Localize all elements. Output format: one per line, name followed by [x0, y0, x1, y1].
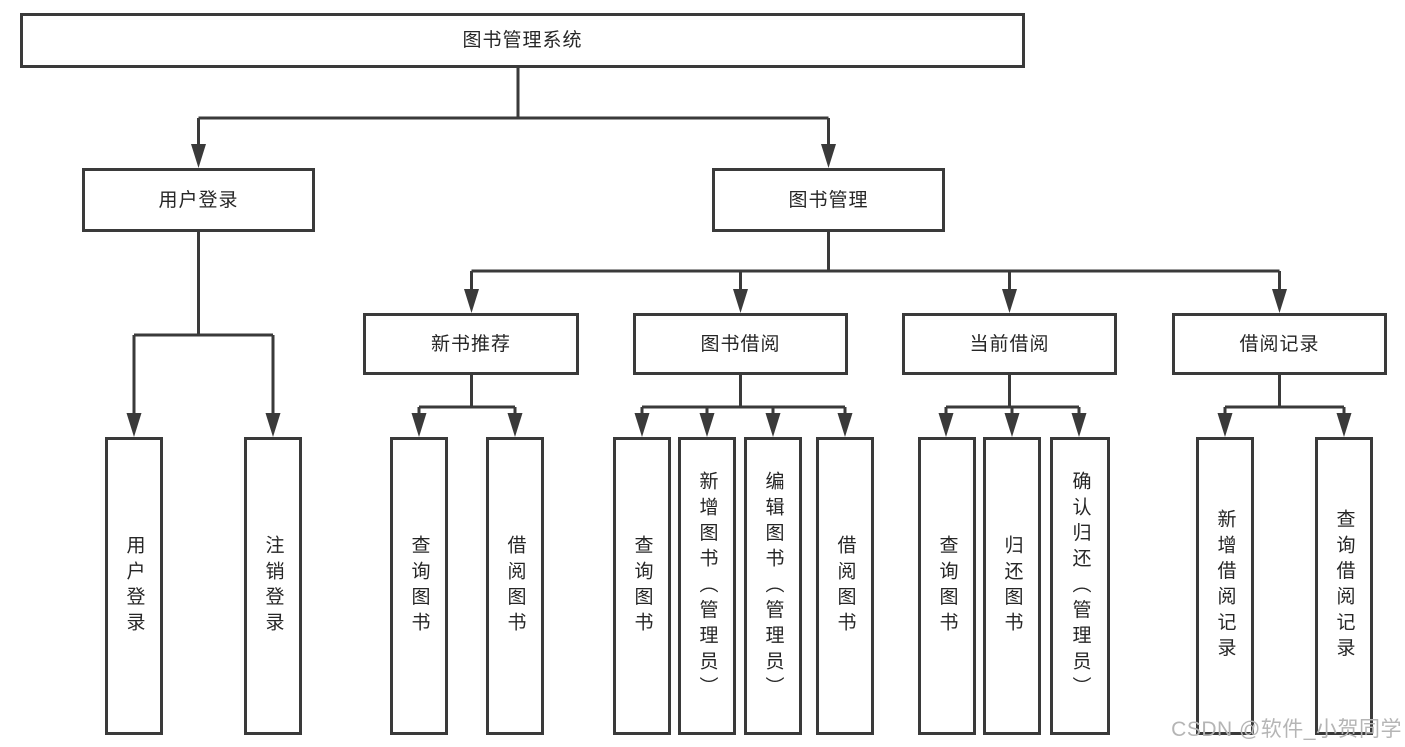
leaf-current-query-book: 查询图书: [918, 437, 976, 735]
leaf-borrow-query-book-label: 查询图书: [631, 534, 653, 638]
node-book-management: 图书管理: [712, 168, 945, 232]
leaf-newbook-query-book-label: 查询图书: [408, 534, 430, 638]
leaf-borrow-query-book: 查询图书: [613, 437, 671, 735]
node-book-borrow-label: 图书借阅: [700, 333, 781, 355]
leaf-borrow-add-book: 新增图书（管理员）: [678, 437, 736, 735]
leaf-record-add-record: 新增借阅记录: [1196, 437, 1254, 735]
leaf-record-add-record-label: 新增借阅记录: [1214, 509, 1236, 663]
leaf-newbook-borrow-book: 借阅图书: [486, 437, 544, 735]
node-new-book-recommend: 新书推荐: [363, 313, 579, 375]
leaf-record-query-record: 查询借阅记录: [1315, 437, 1373, 735]
node-current-borrow: 当前借阅: [902, 313, 1117, 375]
node-root-label: 图书管理系统: [462, 30, 583, 51]
leaf-borrow-borrow-book-label: 借阅图书: [834, 534, 856, 638]
leaf-user-login-label: 用户登录: [123, 534, 145, 638]
leaf-newbook-borrow-book-label: 借阅图书: [504, 534, 526, 638]
node-user-login-label: 用户登录: [158, 189, 239, 211]
leaf-logout: 注销登录: [244, 437, 302, 735]
leaf-current-query-book-label: 查询图书: [936, 534, 958, 638]
node-borrow-record: 借阅记录: [1172, 313, 1387, 375]
leaf-current-return-book: 归还图书: [983, 437, 1041, 735]
leaf-borrow-borrow-book: 借阅图书: [816, 437, 874, 735]
leaf-current-confirm-return-label: 确认归还（管理员）: [1069, 470, 1091, 702]
node-new-book-recommend-label: 新书推荐: [430, 333, 511, 355]
node-book-management-label: 图书管理: [788, 189, 869, 211]
node-borrow-record-label: 借阅记录: [1239, 333, 1320, 355]
leaf-borrow-edit-book-label: 编辑图书（管理员）: [762, 470, 784, 702]
leaf-borrow-edit-book: 编辑图书（管理员）: [744, 437, 802, 735]
leaf-record-query-record-label: 查询借阅记录: [1333, 509, 1355, 663]
leaf-newbook-query-book: 查询图书: [390, 437, 448, 735]
node-root: 图书管理系统: [20, 13, 1025, 68]
leaf-current-return-book-label: 归还图书: [1001, 534, 1023, 638]
leaf-current-confirm-return: 确认归还（管理员）: [1050, 437, 1110, 735]
node-book-borrow: 图书借阅: [633, 313, 848, 375]
leaf-borrow-add-book-label: 新增图书（管理员）: [696, 470, 718, 702]
node-user-login: 用户登录: [82, 168, 315, 232]
leaf-logout-label: 注销登录: [262, 534, 284, 638]
csdn-watermark: CSDN @软件_小贺同学: [1171, 718, 1402, 741]
leaf-user-login: 用户登录: [105, 437, 163, 735]
node-current-borrow-label: 当前借阅: [969, 333, 1050, 355]
